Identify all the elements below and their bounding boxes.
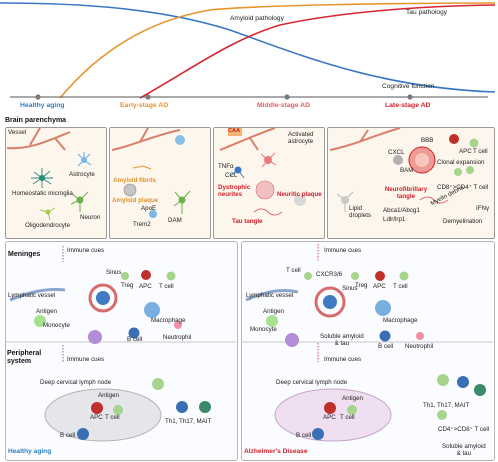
cognitive-curve bbox=[0, 2, 496, 93]
tau-curve-label: Tau pathology bbox=[406, 9, 448, 16]
h-periph-tcell: T cell bbox=[105, 414, 120, 421]
h-meninges-macrophage: Macrophage bbox=[151, 317, 186, 324]
ad-meninges-soluble: Soluble amyloid& tau bbox=[320, 333, 364, 348]
late-apc-label: APC bbox=[459, 148, 472, 155]
dystrophic-label: Dystrophic neurites bbox=[218, 184, 251, 199]
apoe-label: ApoE bbox=[141, 205, 157, 212]
ccl-label: CCL bbox=[225, 172, 238, 179]
ad-meninges-bcell: B cell bbox=[378, 343, 394, 350]
ad-meninges-cxcr: CXCR3/6 bbox=[316, 271, 343, 278]
h-periph-apc: APC bbox=[90, 414, 103, 421]
ad-meninges-apc: APC bbox=[373, 283, 386, 290]
bam-label: BAM bbox=[400, 167, 414, 174]
ldlr-label: Ldlr/lrp1 bbox=[383, 216, 406, 223]
ad-meninges-neutrophil: Neutrophil bbox=[405, 343, 434, 350]
stage-label-healthy: Healthy aging bbox=[20, 102, 65, 109]
stage-dot-middle bbox=[284, 94, 290, 100]
ad-periph-bcell: B cell bbox=[296, 432, 312, 439]
tnfa-label: TNFα bbox=[218, 163, 234, 170]
ad-periph-apc: APC bbox=[323, 414, 336, 421]
caa-label: CAA bbox=[228, 128, 241, 134]
ad-meninges-monocyte: Monocyte bbox=[250, 326, 277, 333]
stage-dot-early bbox=[145, 94, 151, 100]
h-periph-node: Deep cervical lymph node bbox=[40, 379, 112, 386]
trem2-label: Trem2 bbox=[133, 221, 151, 228]
ad-meninges-treg: Treg bbox=[355, 282, 368, 289]
h-meninges-monocyte: Monocyte bbox=[43, 322, 70, 329]
tau-curve bbox=[139, 4, 496, 99]
vessel-label: Vessel bbox=[8, 129, 27, 136]
stage-label-middle: Middle-stage AD bbox=[257, 102, 310, 109]
h-meninges-bcell: B cell bbox=[127, 336, 143, 343]
ad-periph-tcell: T cell bbox=[340, 414, 355, 421]
ad-meninges-macrophage: Macrophage bbox=[383, 317, 418, 324]
amyloid-curve-label: Amyloid pathology bbox=[230, 15, 284, 22]
h-meninges-neutrophil: Neutrophil bbox=[163, 334, 192, 341]
h-meninges-sinus: Sinus bbox=[106, 269, 122, 276]
ad-meninges-antigen: Antigen bbox=[263, 308, 284, 315]
cd8-label: CD8⁺>CD4⁺ T cell bbox=[437, 184, 489, 191]
amyloid-plaque-label: Amyloid plaque bbox=[112, 197, 159, 204]
oligodendrocyte-label: Oligodendrocyte bbox=[25, 222, 71, 229]
h-meninges-immune-cues: Immune cues bbox=[67, 247, 105, 254]
amyloid-curve bbox=[59, 2, 496, 99]
parenchyma-title: Brain parenchyma bbox=[5, 117, 67, 124]
dam-label: DAM bbox=[168, 217, 182, 224]
ad-periph-cd4: CD4⁺>CD8⁺ T cell bbox=[438, 426, 490, 433]
cognitive-curve-label: Cognitive function bbox=[382, 83, 435, 90]
clonal-expansion-label: Clonal expansion bbox=[437, 159, 485, 166]
ifn-label: IFNγ bbox=[476, 205, 490, 212]
neuron-label: Neuron bbox=[80, 214, 101, 221]
h-meninges-antigen: Antigen bbox=[36, 308, 57, 315]
h-periph-th: Th1, Th17, MAIT bbox=[165, 418, 212, 425]
stage-label-late: Late-stage AD bbox=[385, 102, 431, 109]
h-periph-antigen: Antigen bbox=[98, 392, 119, 399]
h-meninges-apc: APC bbox=[139, 283, 152, 290]
abca-label: Abca1/Abcg1 bbox=[383, 207, 420, 214]
demyelination-label: Demyelination bbox=[443, 218, 483, 225]
ad-meninges-tcell2: T cell bbox=[393, 283, 408, 290]
ad-periph-node: Deep cervical lymph node bbox=[276, 379, 348, 386]
ad-periph-immune-cues: Immune cues bbox=[324, 356, 362, 363]
h-meninges-tcell: T cell bbox=[159, 283, 174, 290]
bbb-label: BBB bbox=[421, 137, 434, 144]
timeline-curves bbox=[0, 2, 496, 100]
h-meninges-lymphatic: Lymphatic vessel bbox=[8, 292, 56, 299]
ad-periph-th: Th1, Th17, MAIT bbox=[423, 402, 470, 409]
neuritic-plaque-label: Neuritic plaque bbox=[277, 191, 322, 198]
ad-footer: Alzheimer's Disease bbox=[244, 448, 308, 455]
healthy-footer: Healthy aging bbox=[8, 448, 52, 455]
microglia-label: Homeostatic microglia bbox=[12, 190, 73, 197]
amyloid-fibrils-label: Amyloid fibrils bbox=[113, 177, 156, 184]
activated-astrocyte-label: Activated astrocyte bbox=[288, 131, 314, 146]
stage-label-early: Early-stage AD bbox=[120, 102, 169, 109]
stage-dot-healthy bbox=[35, 94, 41, 100]
ad-meninges-tcell: T cell bbox=[286, 267, 301, 274]
h-periph-immune-cues: Immune cues bbox=[67, 356, 105, 363]
lipid-label: Lipid droplets bbox=[349, 205, 372, 220]
cxcl-label: CXCL bbox=[388, 149, 405, 156]
h-periph-bcell: B cell bbox=[60, 432, 76, 439]
astrocyte-label: Astrocyte bbox=[69, 171, 95, 178]
stage-dot-late bbox=[407, 94, 413, 100]
ad-periph-soluble: Soluble amyloid& tau bbox=[442, 443, 486, 458]
h-meninges-treg: Treg bbox=[121, 282, 134, 289]
nft-label: Neurofibrillary tangle bbox=[384, 186, 428, 201]
tau-tangle-label: Tau tangle bbox=[232, 218, 263, 225]
ad-meninges-lymphatic: Lymphatic vessel bbox=[246, 292, 294, 299]
late-tcell-label: T cell bbox=[473, 148, 488, 155]
meninges-title: Meninges bbox=[8, 251, 41, 258]
ad-meninges-immune-cues: Immune cues bbox=[324, 247, 362, 254]
ad-meninges-sinus: Sinus bbox=[342, 285, 358, 292]
ad-periph-antigen: Antigen bbox=[342, 395, 363, 402]
